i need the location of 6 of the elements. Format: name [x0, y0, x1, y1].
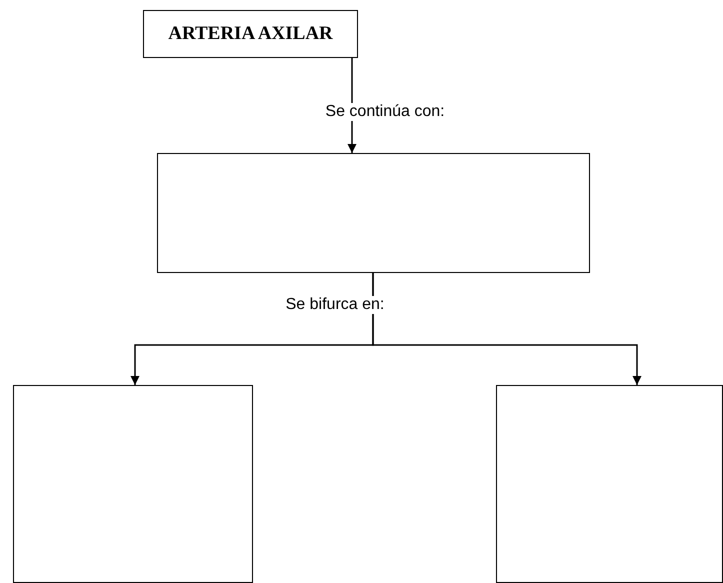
empty-box [157, 153, 590, 273]
arrow [372, 273, 642, 385]
empty-box [496, 385, 723, 583]
node-title: ARTERIA AXILAR [168, 23, 333, 45]
title-box [143, 10, 358, 58]
empty-box [13, 385, 253, 583]
